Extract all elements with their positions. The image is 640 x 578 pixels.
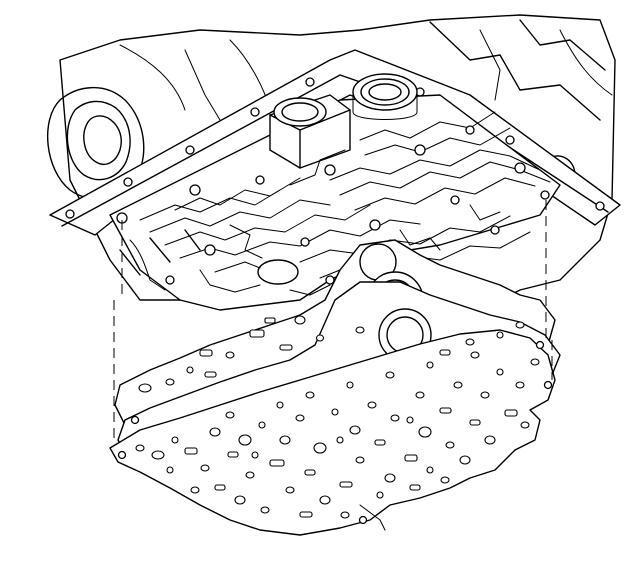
case-pan-rail	[49, 49, 621, 236]
valve-body-gasket-lower	[109, 329, 556, 536]
valve-body	[109, 73, 561, 311]
valve-body-bolts	[116, 125, 550, 285]
gasket-hole-pattern	[117, 315, 553, 525]
alignment-guide-lines	[113, 200, 553, 440]
